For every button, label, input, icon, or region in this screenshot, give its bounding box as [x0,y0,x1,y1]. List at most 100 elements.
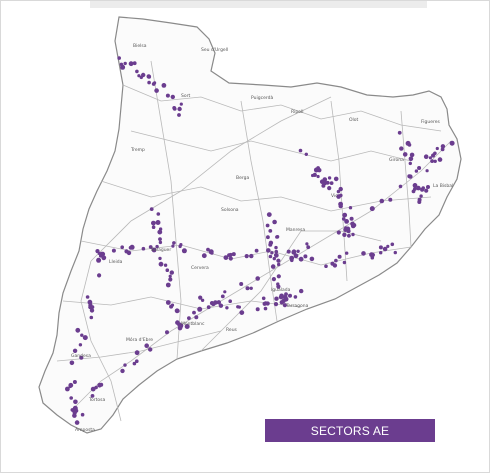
location-marker [342,212,348,218]
place-label: Tremp [130,147,145,153]
location-marker [68,382,74,388]
location-marker [75,327,81,333]
location-marker [225,306,229,310]
location-marker [177,113,181,117]
location-marker [397,130,402,135]
location-marker [249,253,254,259]
location-marker [419,194,423,198]
location-marker [435,146,439,151]
location-marker [324,264,328,269]
location-marker [413,187,417,191]
sectors-ae-legend[interactable]: SECTORS AE [265,419,435,442]
location-marker [283,296,289,302]
location-marker [177,325,183,331]
location-marker [342,232,347,237]
location-marker [128,61,134,67]
location-marker [178,244,182,249]
location-marker [275,235,280,239]
location-marker [421,186,426,190]
location-marker [144,343,149,349]
location-marker [78,343,83,347]
place-label: Vic [331,193,338,199]
location-marker [303,254,308,259]
location-marker [73,399,78,405]
place-label: Gandesa [71,353,91,359]
location-marker [279,293,284,299]
location-marker [426,185,430,189]
place-label: Móra d'Ebre [126,336,153,343]
location-marker [134,350,140,356]
location-marker [336,230,341,235]
location-marker [405,140,411,146]
location-marker [440,144,446,149]
location-marker [244,254,249,259]
location-marker [268,254,273,259]
location-marker [341,217,346,221]
location-marker [129,244,135,250]
location-marker [168,277,173,282]
place-label: Igualada [271,287,291,293]
place-label: Figueres [421,119,441,125]
place-label: Bielsa [133,43,147,49]
location-marker [96,257,102,263]
location-marker [172,241,176,245]
location-marker [423,154,429,159]
location-marker [132,61,137,66]
location-marker [277,262,281,267]
location-marker [65,386,70,392]
location-marker [266,248,271,253]
location-marker [276,282,280,286]
location-marker [336,189,341,194]
location-marker [89,315,94,320]
location-marker [266,212,272,218]
location-marker [148,245,153,249]
location-marker [327,176,332,180]
location-marker [74,420,80,425]
location-marker [337,254,342,259]
location-marker [211,301,216,307]
location-marker [293,295,298,299]
location-marker [172,106,177,110]
location-marker [158,261,164,267]
location-marker [184,324,190,329]
location-marker [428,156,432,160]
location-marker [379,251,383,255]
place-label: Puigcerdà [251,94,273,101]
location-marker [198,295,203,300]
location-marker [433,151,437,156]
location-marker [398,184,403,189]
location-marker [330,261,335,266]
location-marker [268,229,273,233]
location-marker [85,295,90,299]
location-marker [417,200,422,204]
location-marker [179,102,183,106]
location-marker [288,293,292,298]
location-marker [382,246,388,252]
place-label: Ripoll [291,109,304,115]
location-marker [433,159,437,163]
location-marker [200,298,205,302]
location-marker [149,207,154,212]
location-marker [90,394,95,398]
location-marker [263,306,268,311]
location-marker [120,368,125,374]
location-marker [171,244,175,248]
location-marker [220,294,225,299]
location-marker [223,290,227,294]
location-marker [273,302,279,307]
location-marker [393,250,397,255]
location-marker [70,408,75,412]
place-label: Reus [226,327,238,333]
location-marker [286,249,291,254]
location-marker [89,308,95,313]
location-marker [266,235,270,240]
location-marker [370,252,375,258]
location-marker [97,273,102,278]
location-marker [239,310,245,315]
map-outline-icon [38,16,462,434]
location-marker [350,221,355,227]
location-marker [135,69,139,74]
location-marker [148,347,153,352]
